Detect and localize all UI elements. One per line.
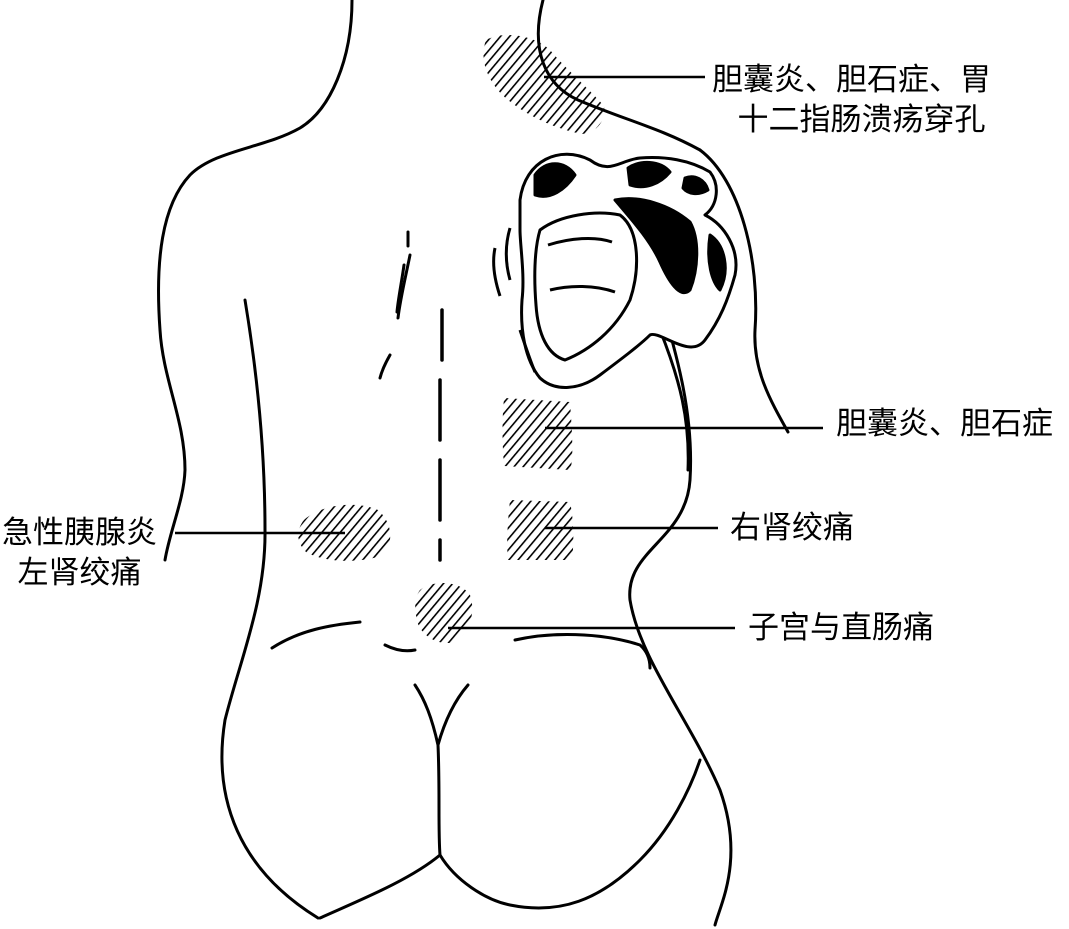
gluteal-cleft xyxy=(436,743,442,857)
label-right-kidney: 右肾绞痛 xyxy=(730,508,854,548)
body-outline xyxy=(157,0,790,927)
buttock-line xyxy=(318,758,702,920)
left-dimple xyxy=(383,643,417,653)
label-right-upper-back: 胆囊炎、胆石症 xyxy=(836,404,1053,444)
pain-region-right-kidney xyxy=(507,500,574,560)
spine xyxy=(438,308,444,562)
label-left-flank-line-1: 急性胰腺炎 xyxy=(2,515,157,551)
label-right-kidney-line-1: 右肾绞痛 xyxy=(730,510,854,546)
label-sacral: 子宫与直肠痛 xyxy=(748,608,934,648)
pain-region-shoulder xyxy=(483,35,605,134)
label-left-flank-line-2: 左肾绞痛 xyxy=(17,555,142,591)
left-waist-crease xyxy=(270,620,362,650)
left-torso-side xyxy=(220,298,320,920)
label-sacral-line-1: 子宫与直肠痛 xyxy=(748,610,934,646)
pain-region-right-upper-back xyxy=(502,398,573,470)
left-scapula-marks xyxy=(378,230,412,380)
left-neck-shoulder xyxy=(157,0,354,562)
sacral-v xyxy=(413,683,470,747)
leader-lines xyxy=(175,75,823,630)
right-waist-crease xyxy=(513,633,652,670)
label-shoulder: 胆囊炎、胆石症、胃 十二指肠溃疡穿孔 xyxy=(712,60,991,140)
label-left-flank: 急性胰腺炎 左肾绞痛 xyxy=(2,513,157,593)
pain-region-sacral xyxy=(415,583,473,644)
right-torso-side xyxy=(628,268,733,927)
label-shoulder-line-2: 十二指肠溃疡穿孔 xyxy=(737,102,986,138)
right-scapula xyxy=(492,152,738,389)
label-shoulder-line-1: 胆囊炎、胆石症、胃 xyxy=(712,62,991,98)
right-arm-inner xyxy=(658,328,690,472)
right-shoulder-arm xyxy=(698,148,790,434)
label-right-upper-back-line-1: 胆囊炎、胆石症 xyxy=(836,406,1053,442)
